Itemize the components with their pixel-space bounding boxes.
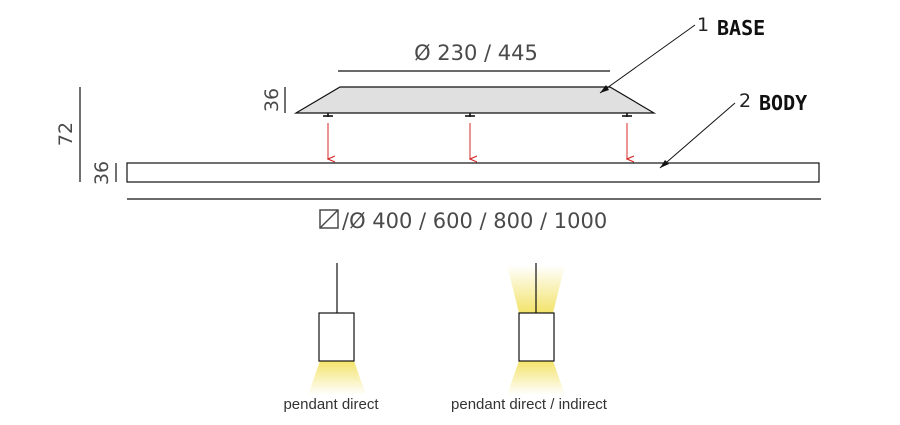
pendant-direct-luminaire [318, 312, 355, 362]
base-part [293, 86, 657, 114]
pendant-direct-label: pendant direct [283, 396, 379, 413]
body-part [126, 162, 820, 183]
body-part-number: 2 [739, 90, 751, 112]
body-callout-arrowhead [660, 160, 669, 168]
square-icon [319, 209, 339, 229]
body-height-label: 36 [91, 161, 113, 185]
base-callout-leader [599, 24, 696, 94]
pendant-direct-indirect-label: pendant direct / indirect [451, 396, 608, 413]
body-part-name: BODY [759, 91, 807, 115]
pendant-indirect-light-down [507, 361, 565, 395]
body-size-label: /Ø 400 / 600 / 800 / 1000 [342, 209, 607, 233]
base-part-number: 1 [697, 14, 709, 36]
pendant-direct-variant: pendant direct [283, 263, 379, 413]
base-screws [323, 113, 632, 117]
base-height-label: 36 [261, 88, 283, 112]
base-part-name: BASE [717, 16, 765, 40]
mounting-arrows [328, 123, 627, 159]
pendant-direct-indirect-variant: pendant direct / indirect [451, 263, 608, 413]
pendant-indirect-luminaire [518, 312, 555, 362]
pendant-direct-light-down [308, 361, 366, 395]
base-callout-arrowhead [600, 85, 609, 93]
body-callout-leader [659, 102, 736, 169]
base-diameter-label: Ø 230 / 445 [414, 41, 538, 65]
total-height-label: 72 [55, 122, 77, 146]
